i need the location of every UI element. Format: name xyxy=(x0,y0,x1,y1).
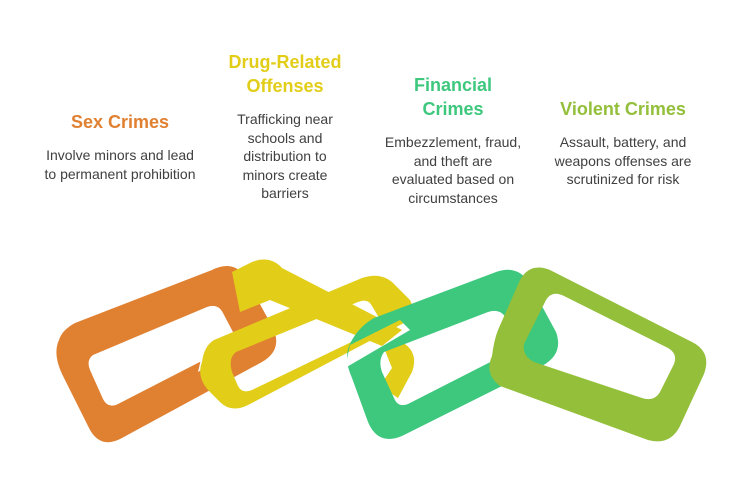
link-drug-related-offenses-front xyxy=(232,259,402,346)
column-sex-crimes: Sex Crimes Involve minors and lead to pe… xyxy=(40,110,200,183)
link-violent-crimes xyxy=(489,267,707,442)
desc-violent-crimes: Assault, battery, and weapons offenses a… xyxy=(554,134,692,187)
link-drug-related-offenses-front-lower xyxy=(380,340,415,398)
link-drug-related-offenses xyxy=(200,259,415,409)
desc-financial-crimes: Embezzlement, fraud, and theft are evalu… xyxy=(384,134,522,206)
column-financial-crimes: Financial Crimes Embezzlement, fraud, an… xyxy=(373,73,533,207)
link-sex-crimes-shape xyxy=(56,266,277,443)
desc-sex-crimes: Involve minors and lead to permanent pro… xyxy=(44,147,196,182)
title-drug-related-offenses: Drug-Related Offenses xyxy=(228,52,342,96)
link-violent-crimes-shape xyxy=(489,267,707,442)
title-sex-crimes: Sex Crimes xyxy=(70,112,170,132)
link-financial-crimes xyxy=(347,269,559,439)
link-sex-crimes xyxy=(56,266,277,443)
column-drug-related-offenses: Drug-Related Offenses Trafficking near s… xyxy=(205,50,365,203)
link-financial-crimes-shape xyxy=(347,269,559,439)
title-financial-crimes: Financial Crimes xyxy=(413,75,493,119)
title-violent-crimes: Violent Crimes xyxy=(560,99,686,119)
column-violent-crimes: Violent Crimes Assault, battery, and wea… xyxy=(543,97,703,189)
desc-drug-related-offenses: Trafficking near schools and distributio… xyxy=(237,111,333,201)
